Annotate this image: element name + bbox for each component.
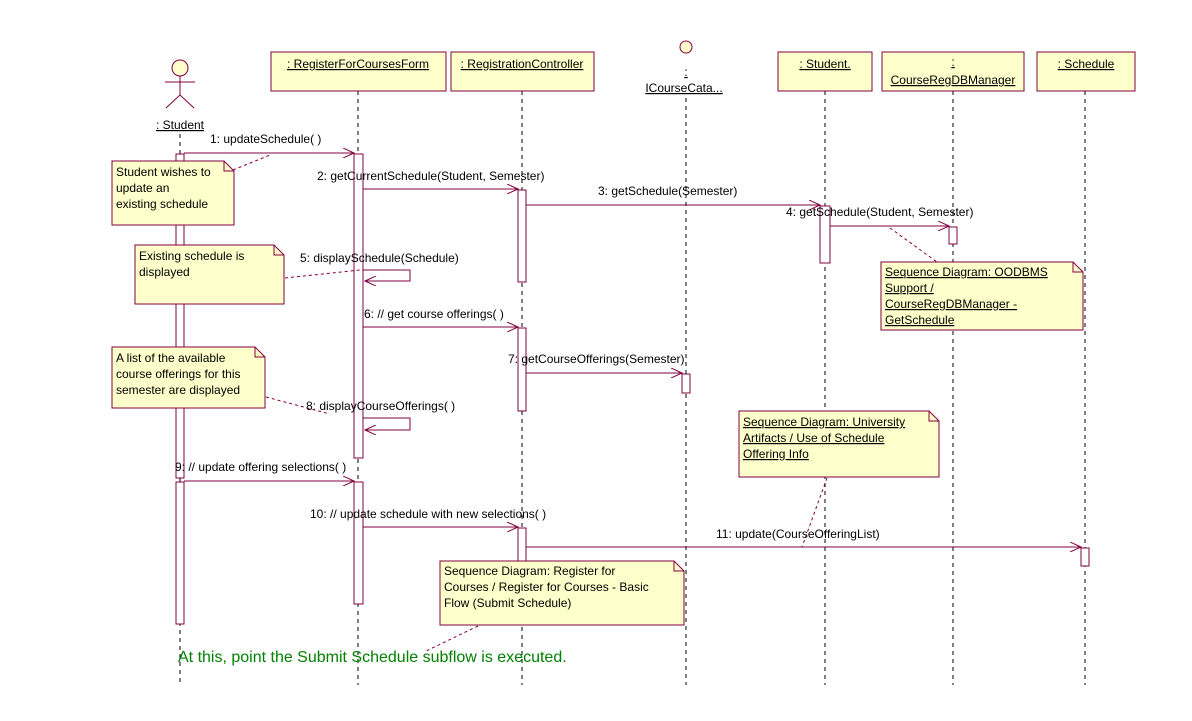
message-3-label: 3: getSchedule(Semester): [598, 184, 737, 198]
note-6-line-2: Courses / Register for Courses - Basic: [444, 580, 649, 594]
note-2: Existing schedule is displayed: [134, 244, 285, 305]
note-6: Sequence Diagram: Register for Courses /…: [439, 560, 685, 626]
object-catalog: : ICourseCata...: [645, 65, 722, 95]
activation-form-1: [353, 153, 364, 459]
object-schedule-label: : Schedule: [1058, 57, 1115, 71]
object-dbmgr: : CourseRegDBManager: [881, 51, 1025, 92]
note-5-line-3: Offering Info: [743, 447, 809, 461]
message-11-label: 11: update(CourseOfferingList): [716, 527, 880, 541]
note-3: Sequence Diagram: OODBMS Support / Cours…: [880, 261, 1084, 331]
note-4-line-2: course offerings for this: [116, 367, 241, 381]
note-3-line-4: GetSchedule: [885, 313, 955, 327]
object-dbmgr-label-top: :: [951, 55, 954, 69]
note-1-line-3: existing schedule: [116, 197, 208, 211]
note-5-line-1: Sequence Diagram: University: [743, 415, 905, 429]
activation-dbmgr: [948, 226, 958, 245]
message-7-label: 7: getCourseOfferings(Semester): [508, 352, 685, 366]
note-connectors: [232, 154, 938, 653]
note-2-connector: [284, 269, 361, 279]
message-4-label: 4: getSchedule(Student, Semester): [786, 205, 973, 219]
message-5-arrow: [363, 269, 411, 281]
activations: [175, 153, 1090, 625]
note-1: Student wishes to update an existing sch…: [111, 160, 235, 226]
activation-actor-1: [175, 153, 185, 479]
note-4: A list of the available course offerings…: [111, 346, 266, 409]
note-2-line-2: displayed: [139, 265, 190, 279]
activation-controller-1: [517, 189, 527, 283]
object-student-label: : Student.: [799, 57, 850, 71]
message-10-label: 10: // update schedule with new selectio…: [310, 507, 546, 521]
note-3-connector: [889, 227, 938, 263]
message-5-label: 5: displaySchedule(Schedule): [300, 251, 459, 265]
note-6-line-3: Flow (Submit Schedule): [444, 596, 571, 610]
message-arrows: [184, 153, 1081, 547]
object-student: : Student.: [777, 51, 873, 92]
message-9-label: 9: // update offering selections( ): [175, 460, 346, 474]
message-1-label: 1: updateSchedule( ): [210, 132, 321, 146]
note-5-line-2: Artifacts / Use of Schedule: [743, 431, 885, 445]
footer-note: At this, point the Submit Schedule subfl…: [178, 649, 567, 666]
note-1-line-1: Student wishes to: [116, 165, 211, 179]
note-4-line-1: A list of the available: [116, 351, 226, 365]
activation-catalog: [681, 373, 691, 394]
note-3-line-3: CourseRegDBManager -: [885, 297, 1017, 311]
object-catalog-label: ICourseCata...: [645, 81, 722, 95]
student-actor-icon: [165, 59, 195, 109]
message-6-label: 6: // get course offerings( ): [364, 307, 504, 321]
object-controller: : RegistrationController: [450, 51, 595, 92]
note-3-line-2: Support /: [885, 281, 934, 295]
note-1-connector: [232, 154, 271, 171]
object-dbmgr-label: CourseRegDBManager: [891, 73, 1016, 87]
object-catalog-label-top: :: [684, 65, 687, 79]
message-8-label: 8: displayCourseOfferings( ): [306, 399, 455, 413]
note-5-connector: [801, 477, 828, 548]
note-3-line-1: Sequence Diagram: OODBMS: [885, 265, 1048, 279]
note-6-connector: [423, 625, 479, 653]
object-schedule: : Schedule: [1036, 51, 1136, 92]
activation-student: [819, 205, 831, 264]
activation-actor-2: [175, 481, 185, 625]
note-6-line-1: Sequence Diagram: Register for: [444, 564, 615, 578]
note-4-line-3: semester are displayed: [116, 383, 240, 397]
note-4-connector: [265, 396, 331, 415]
actor-label: : Student: [156, 118, 205, 132]
note-1-line-2: update an: [116, 181, 169, 195]
message-labels: 1: updateSchedule( ) 2: getCurrentSchedu…: [175, 132, 973, 541]
note-5: Sequence Diagram: University Artifacts /…: [738, 410, 940, 478]
message-8-arrow: [363, 417, 411, 430]
activation-controller-2: [517, 327, 527, 412]
message-2-label: 2: getCurrentSchedule(Student, Semester): [317, 169, 544, 183]
activation-schedule: [1080, 547, 1090, 567]
object-controller-label: : RegistrationController: [461, 57, 584, 71]
object-form: : RegisterForCoursesForm: [270, 51, 447, 92]
activation-form-2: [353, 481, 364, 605]
object-form-label: : RegisterForCoursesForm: [287, 57, 429, 71]
interface-icon: [679, 40, 693, 54]
note-2-line-1: Existing schedule is: [139, 249, 244, 263]
